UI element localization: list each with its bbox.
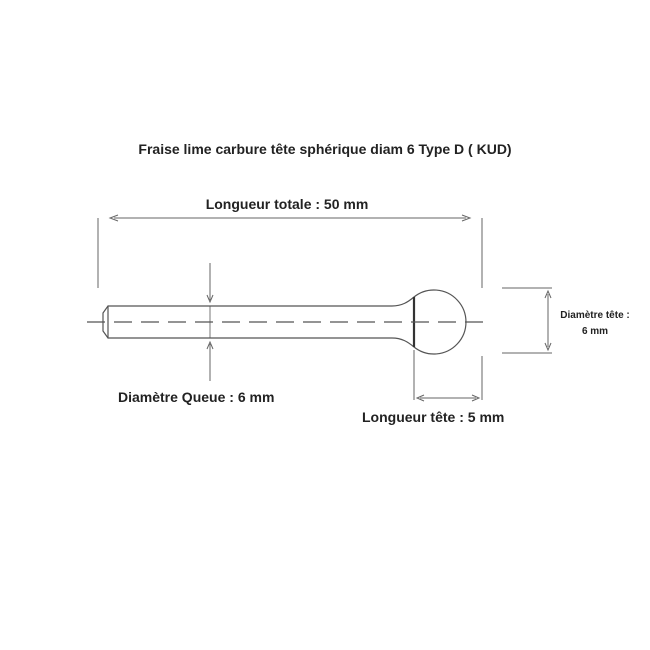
total-length-label: Longueur totale : 50 mm [205, 196, 369, 212]
head-length-label: Longueur tête : 5 mm [362, 409, 505, 425]
shank-diameter-dimension [206, 263, 214, 381]
total-length-dimension [97, 214, 483, 288]
head-diameter-label: Diamètre tête : 6 mm [545, 308, 645, 340]
drawing-title: Fraise lime carbure tête sphérique diam … [138, 141, 512, 157]
head-diameter-dimension [502, 287, 552, 354]
shank-diameter-label: Diamètre Queue : 6 mm [118, 389, 275, 405]
head-diameter-label-line1: Diamètre tête : [560, 310, 630, 321]
head-diameter-label-line2: 6 mm [581, 326, 609, 337]
head-length-dimension [413, 350, 483, 402]
